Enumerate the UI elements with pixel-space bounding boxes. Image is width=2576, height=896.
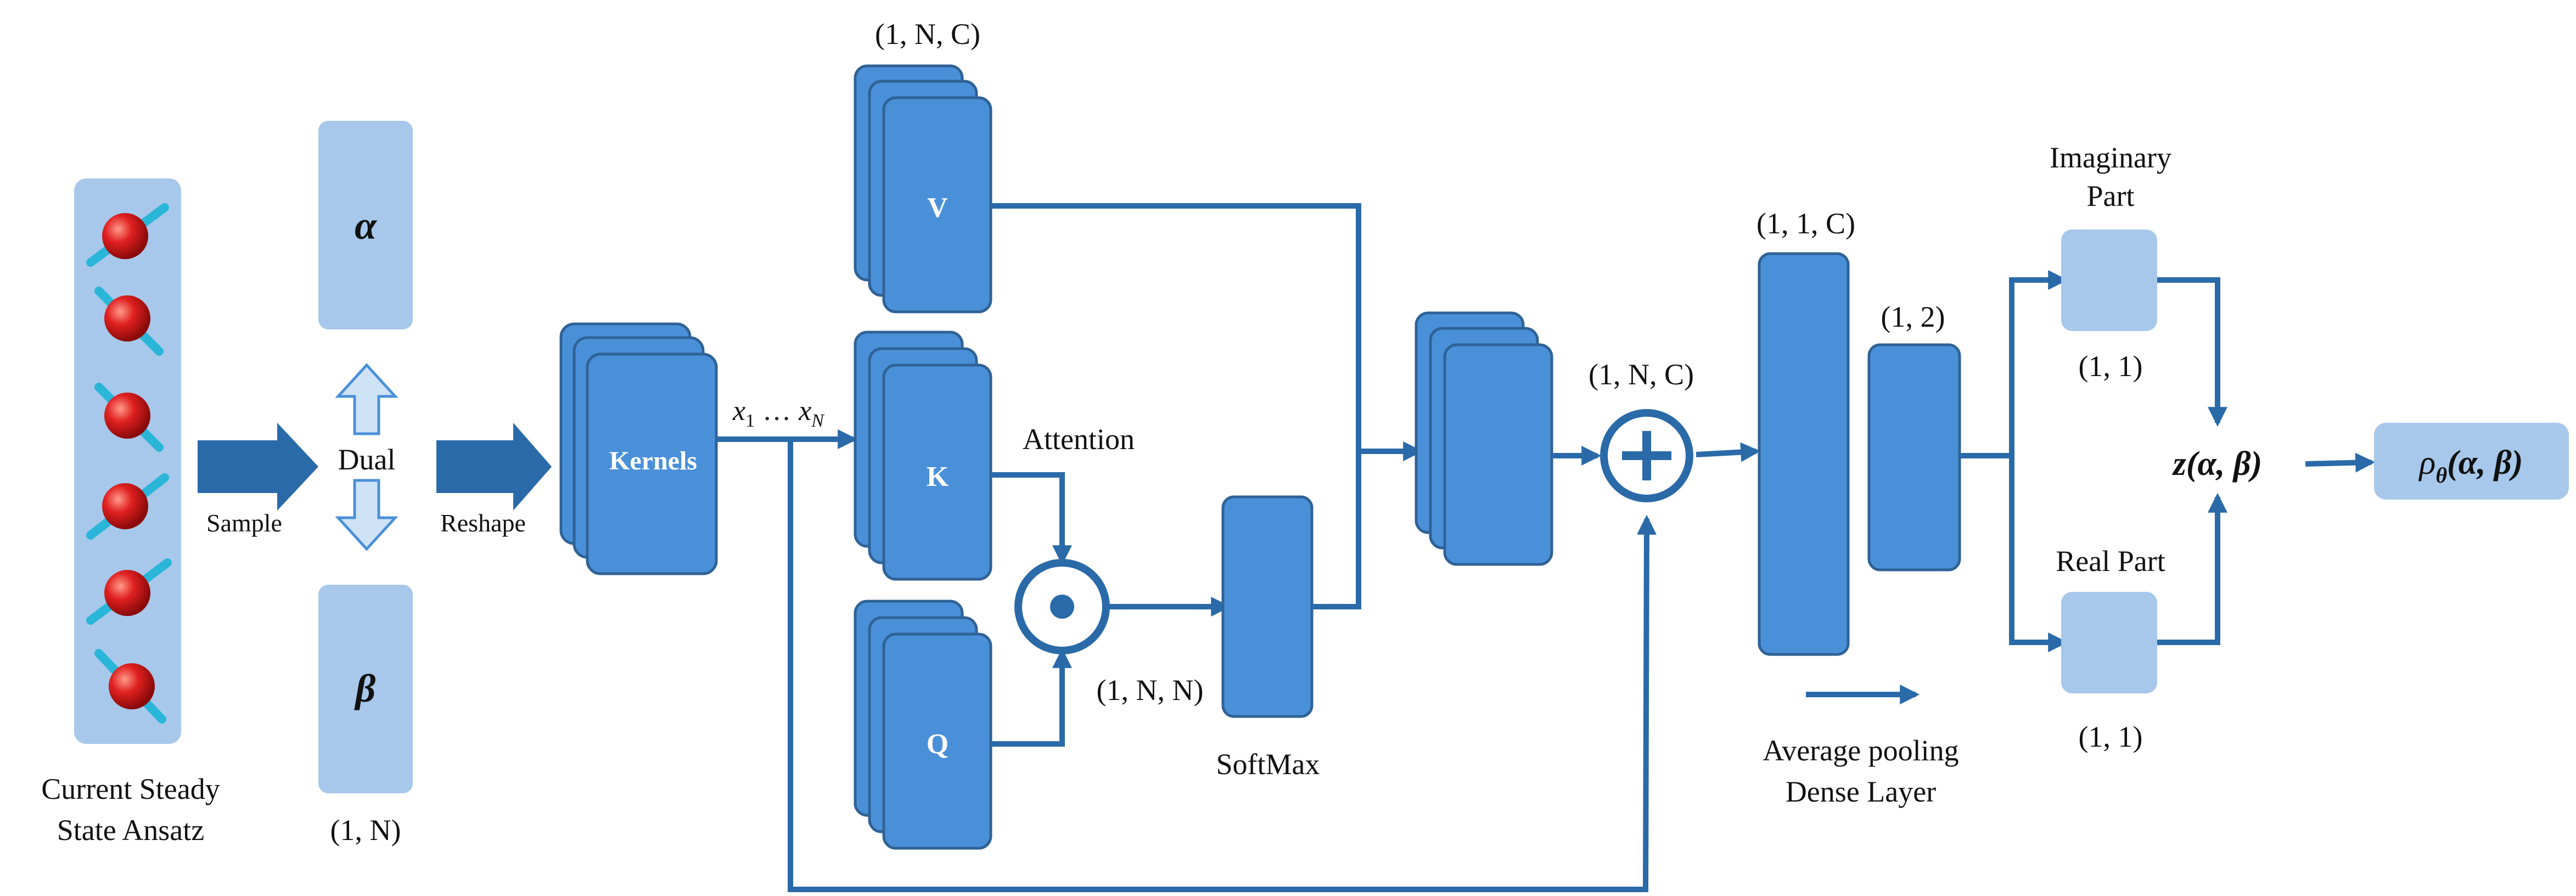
reshape-label: Reshape — [440, 509, 526, 537]
dual-label: Dual — [338, 443, 396, 476]
spin-6 — [94, 649, 166, 724]
real-shape-label: (1, 1) — [2079, 720, 2143, 753]
beta-block — [318, 585, 413, 793]
reshape-arrow — [436, 423, 552, 511]
real-part-label: Real Part — [2056, 545, 2165, 578]
v-label: V — [927, 192, 948, 223]
add-shape-label: (1, N, C) — [1589, 358, 1694, 391]
k-label: K — [927, 461, 949, 492]
softmax-block — [1221, 495, 1314, 718]
dense-shape-label: (1, 2) — [1881, 300, 1945, 333]
softmax-label: SoftMax — [1216, 748, 1320, 781]
spin-5 — [86, 558, 172, 625]
ansatz-label-line1: Current Steady — [41, 772, 220, 805]
x-sequence-label: x1…xN — [732, 395, 825, 431]
to-pooling-arrow — [1696, 442, 1761, 462]
z-output-label: z(α, β) — [2172, 445, 2262, 483]
k-stack — [854, 331, 992, 581]
alpha-symbol: α — [355, 204, 377, 248]
average-pooling-block — [1758, 252, 1850, 656]
dense-layer-block — [1867, 343, 1961, 572]
v-stack — [854, 64, 992, 313]
dual-down-arrow — [335, 479, 399, 551]
beta-shape-label: (1, N) — [330, 814, 401, 847]
weighted-output-stack — [1415, 311, 1553, 566]
imag-label-line2: Part — [2087, 180, 2135, 212]
q-stack — [854, 600, 992, 850]
beta-symbol: β — [354, 667, 376, 710]
sample-arrow — [198, 423, 318, 511]
spin-1 — [86, 203, 169, 267]
q-label: Q — [927, 729, 949, 760]
v-shape-label: (1, N, C) — [875, 18, 980, 51]
spin-3 — [94, 383, 164, 452]
ansatz-label-line2: State Ansatz — [57, 814, 204, 847]
ansatz-panel — [74, 178, 181, 744]
alpha-block — [318, 121, 413, 329]
combine-connections — [2157, 277, 2227, 645]
dual-up-arrow — [335, 363, 399, 435]
rho-output-label: ρθ(α, β) — [2418, 444, 2523, 488]
kernel-connections — [716, 429, 1657, 892]
imag-label-line1: Imaginary — [2050, 141, 2171, 174]
split-connections — [1960, 270, 2068, 652]
sample-label: Sample — [206, 509, 282, 537]
pool-shape-label: (1, 1, C) — [1756, 207, 1855, 240]
imaginary-part-block — [2061, 229, 2157, 331]
pooling-label-line2: Dense Layer — [1786, 775, 1936, 808]
attention-shape-label: (1, N, N) — [1097, 674, 1204, 707]
kernels-label: Kernels — [609, 446, 697, 475]
add-node — [1600, 409, 1693, 502]
value-connections — [991, 203, 1423, 609]
attention-label: Attention — [1023, 423, 1135, 456]
pooling-label-line1: Average pooling — [1763, 734, 1958, 767]
attention-connections — [991, 472, 1231, 747]
kernels-stack — [559, 322, 718, 575]
spin-2 — [94, 287, 164, 356]
real-part-block — [2061, 592, 2157, 693]
attention-dot-node — [1014, 559, 1110, 654]
imag-shape-label: (1, 1) — [2079, 350, 2143, 383]
to-rho-arrow — [2305, 452, 2376, 473]
rho-output-block — [2374, 423, 2569, 500]
spin-4 — [86, 473, 169, 540]
